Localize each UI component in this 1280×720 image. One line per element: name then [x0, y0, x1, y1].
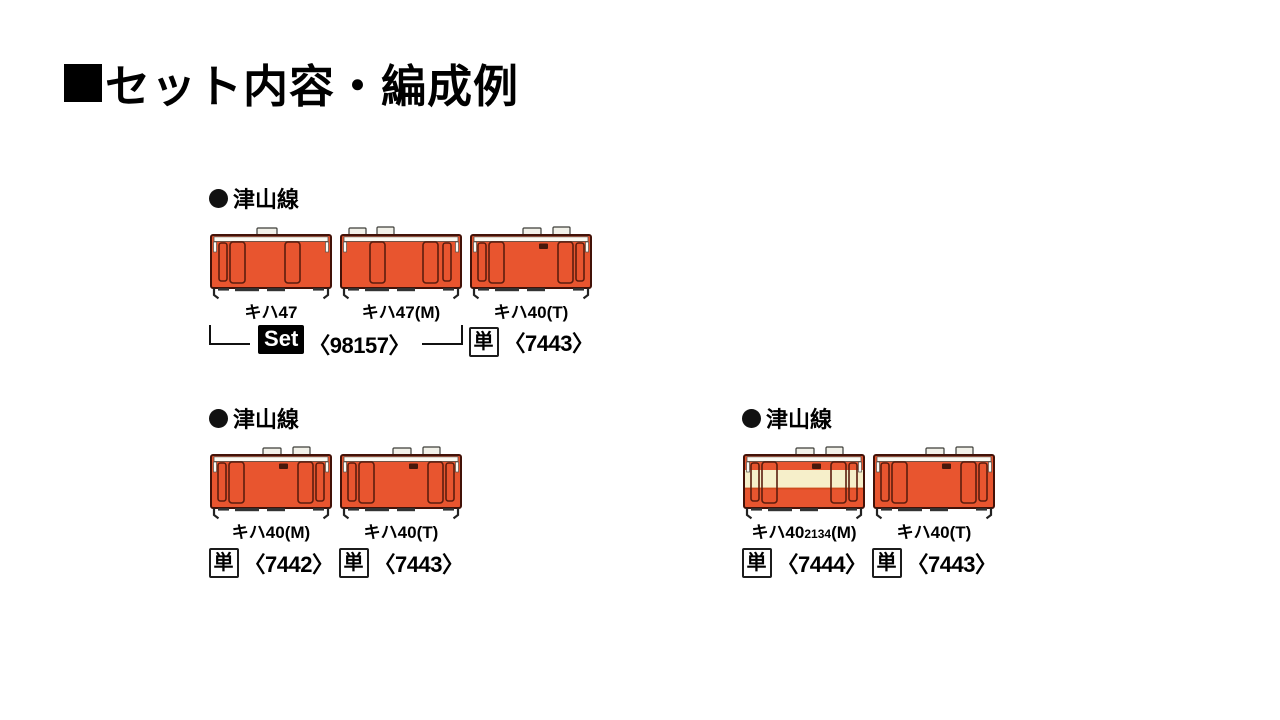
line-bullet-icon [209, 188, 228, 208]
car-name: キハ47 [244, 303, 298, 322]
product-id-row: Set 〈98157〉 単 〈7443〉 [209, 325, 594, 360]
car-kiha40t-illustration [339, 446, 463, 522]
page-title-text: セット内容・編成例 [105, 61, 520, 112]
car-names-row: キハ47 キハ47(M) キハ40(T) [209, 298, 593, 323]
line-label: 津山線 [209, 186, 593, 212]
car-name: キハ402134(M) [751, 523, 857, 542]
line-label-text: 津山線 [766, 407, 833, 432]
line-label-text: 津山線 [233, 187, 300, 212]
bracket-line-left [209, 325, 251, 345]
line-label: 津山線 [742, 406, 996, 432]
car-kiha40m-illustration [209, 446, 333, 522]
set-number: 〈98157〉 [308, 333, 410, 358]
car-kiha47m-illustration [339, 226, 463, 302]
single-unit-cell: 単 〈7443〉 [338, 547, 464, 579]
single-number: 〈7443〉 [373, 552, 464, 577]
single-unit-cell: 単 〈7442〉 [208, 547, 334, 579]
single-unit-cell: 単 〈7443〉 [871, 547, 997, 579]
line-bullet-icon [209, 408, 228, 428]
single-number: 〈7443〉 [906, 552, 997, 577]
formation-group-1: 津山線 キハ47 キハ47(M) キハ40(T) Set 〈98157〉 単 〈… [209, 186, 594, 360]
formation-group-2: 津山線 キハ40(M) キハ40(T) 単 〈7442〉 単 〈7443〉 [208, 406, 464, 579]
title-square-icon [64, 63, 102, 102]
car-name: キハ40(T) [493, 303, 569, 322]
car-names-row: キハ40(M) キハ40(T) [209, 518, 463, 543]
car-name: キハ40(T) [363, 523, 439, 542]
car-kiha47-illustration [209, 226, 333, 302]
line-bullet-icon [742, 408, 761, 428]
set-badge: Set [258, 325, 305, 354]
train-cars-row [742, 446, 996, 522]
line-label: 津山線 [209, 406, 463, 432]
single-badge: 単 [338, 548, 369, 578]
set-bracket: Set 〈98157〉 [209, 325, 463, 360]
car-name: キハ40(M) [231, 523, 311, 542]
single-number: 〈7443〉 [503, 331, 594, 356]
formation-group-3: 津山線 キハ402134(M) キハ40(T) 単 〈7444〉 単 〈7443… [741, 406, 997, 579]
single-badge: 単 [468, 327, 499, 357]
car-kiha40-2134m-illustration [742, 446, 866, 522]
single-badge: 単 [208, 548, 239, 578]
car-names-row: キハ402134(M) キハ40(T) [742, 518, 996, 543]
single-unit-cell: 単 〈7444〉 [741, 547, 867, 579]
single-badge: 単 [871, 548, 902, 578]
product-id-row: 単 〈7442〉 単 〈7443〉 [208, 547, 464, 579]
single-number: 〈7444〉 [776, 552, 867, 577]
bracket-line-right [421, 325, 463, 345]
single-unit-cell: 単 〈7443〉 [468, 326, 594, 358]
train-cars-row [209, 446, 463, 522]
single-number: 〈7442〉 [243, 552, 334, 577]
car-name: キハ40(T) [896, 523, 972, 542]
car-kiha40t-illustration [872, 446, 996, 522]
car-name: キハ47(M) [361, 303, 441, 322]
page-title: セット内容・編成例 [64, 50, 519, 115]
car-kiha40t-illustration [469, 226, 593, 302]
train-cars-row [209, 226, 593, 302]
product-id-row: 単 〈7444〉 単 〈7443〉 [741, 547, 997, 579]
line-label-text: 津山線 [233, 407, 300, 432]
single-badge: 単 [741, 548, 772, 578]
